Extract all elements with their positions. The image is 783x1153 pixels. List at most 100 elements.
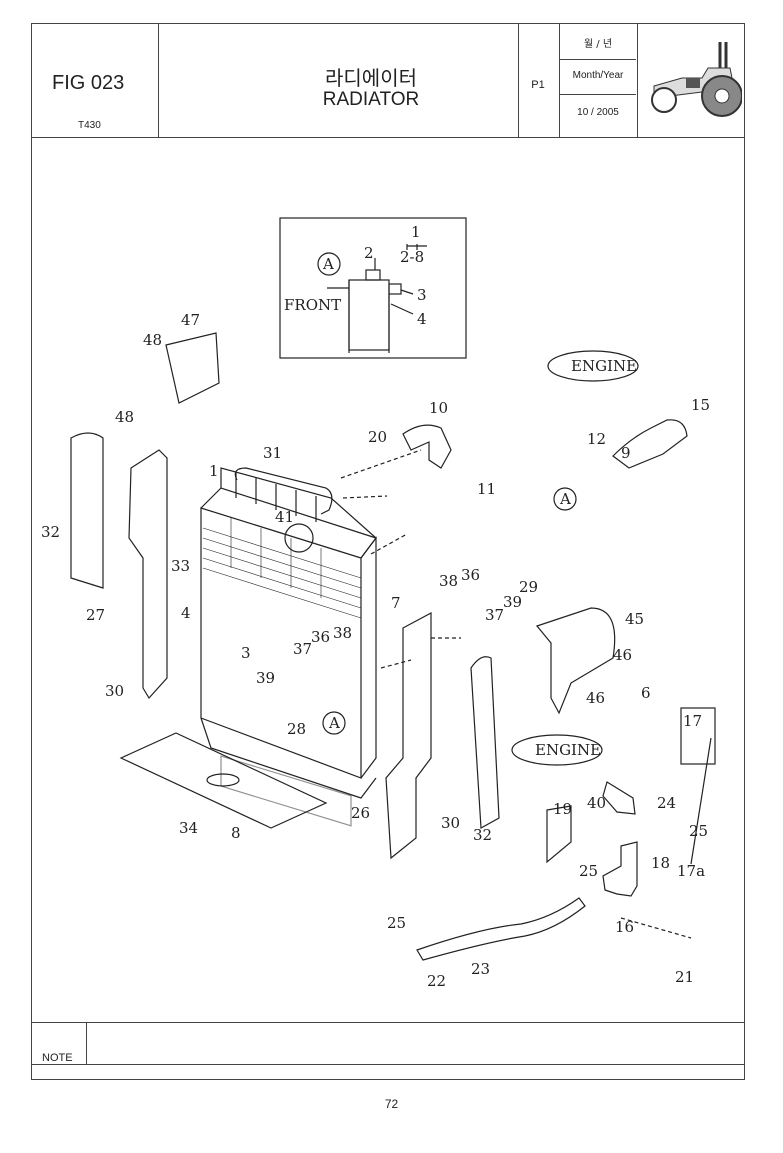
page-code: P1: [531, 79, 545, 91]
callout: 25: [579, 862, 598, 880]
header-col-divider: [518, 24, 519, 137]
callout: 22: [427, 972, 446, 990]
base-plate: [119, 732, 328, 829]
month-year-label: Month/Year: [572, 70, 624, 81]
callout: 6: [641, 684, 651, 702]
callout: 47: [181, 311, 200, 329]
callout: 30: [105, 682, 124, 700]
upper-cover: [234, 467, 333, 515]
callout: 25: [387, 914, 406, 932]
callout: 9: [621, 444, 631, 462]
callout: 37: [293, 640, 312, 658]
inset-label-1: 1: [411, 223, 421, 241]
callout: 48: [115, 408, 134, 426]
callout: 39: [256, 669, 275, 687]
header-col-divider: [158, 24, 159, 137]
fitting-16: [602, 841, 638, 897]
callout: 46: [586, 689, 605, 707]
inset-label-2-8: 2-8: [400, 248, 424, 266]
inset-callout-4: 4: [417, 310, 427, 328]
callout: 32: [473, 826, 492, 844]
callout: 36: [311, 628, 330, 646]
model-code: T430: [78, 120, 101, 131]
callout: 32: [41, 523, 60, 541]
callout: 26: [351, 804, 370, 822]
callout: 45: [625, 610, 644, 628]
inset-front: FRONT: [284, 296, 341, 314]
callout: 19: [553, 800, 572, 818]
note-label: NOTE: [42, 1052, 73, 1064]
page-title: RADIATOR: [322, 89, 420, 110]
shroud-right: [470, 656, 500, 829]
callout: 37: [485, 606, 504, 624]
engine-badge-bottom: [511, 734, 603, 766]
note-col-divider: [86, 1022, 87, 1064]
month-year-korean: 월 / 년: [583, 39, 613, 50]
inset-view-a-marker: [317, 252, 341, 276]
callout: 20: [368, 428, 387, 446]
header-row-divider: [559, 94, 636, 95]
callout: 10: [429, 399, 448, 417]
hose-10: [402, 424, 452, 469]
callout: 4: [181, 604, 191, 622]
engine-label-top: ENGINE: [571, 357, 637, 375]
engine-badge-top: [547, 350, 639, 382]
side-plate-left: [128, 449, 168, 700]
inset-view-a: A: [322, 255, 334, 273]
callout: 33: [171, 557, 190, 575]
callout: 12: [587, 430, 606, 448]
note-divider: [32, 1064, 744, 1065]
callout: 39: [503, 593, 522, 611]
callout: 11: [477, 480, 496, 498]
figure-number: FIG 023: [52, 72, 125, 94]
callout: 24: [657, 794, 676, 812]
page-title-korean: 라디에이터: [325, 66, 417, 90]
note-divider: [32, 1022, 744, 1023]
side-plate-right: [385, 611, 432, 860]
page-number: 72: [384, 1097, 399, 1111]
callout: 46: [613, 646, 632, 664]
hose-24: [602, 781, 636, 815]
callout: 8: [231, 824, 241, 842]
view-a-marker-right: [553, 487, 577, 511]
callout: 25: [689, 822, 708, 840]
header-row-divider: [559, 59, 636, 60]
callout: 31: [263, 444, 282, 462]
exploded-parts-diagram: 1 2-8 A FRONT 2 3 4 A A ENGINE ENGINE 1 …: [41, 217, 716, 990]
view-a-label-center: A: [328, 714, 340, 732]
callout: 40: [587, 794, 606, 812]
callout: 18: [651, 854, 670, 872]
view-a-marker-center: [322, 711, 346, 735]
inset-callout-3: 3: [417, 286, 427, 304]
radiator-cap: [284, 523, 314, 553]
callout: 27: [86, 606, 105, 624]
callout: 21: [675, 968, 694, 986]
callout: 29: [519, 578, 538, 596]
callout: 15: [691, 396, 710, 414]
corrugated-hose-23: [416, 897, 586, 961]
parts-sheet: FIG 023 T430 라디에이터 RADIATOR P1 월 / 년 Mon…: [31, 23, 745, 1080]
callout: 36: [461, 566, 480, 584]
bracket-47: [165, 332, 220, 404]
callout: 1: [209, 462, 219, 480]
inset-callout-2: 2: [364, 244, 374, 262]
callout: 3: [241, 644, 251, 662]
radiator-core: [200, 507, 362, 779]
inset-tank: [348, 279, 390, 351]
header-col-divider: [559, 24, 560, 137]
part-callouts: 1 9 10 11 12 15 16 17 17a 18 19 20 21 22…: [41, 311, 710, 990]
header-col-divider: [637, 24, 638, 137]
callout: 23: [471, 960, 490, 978]
bracket-45: [535, 607, 616, 715]
callout: 38: [439, 572, 458, 590]
callout: 17: [683, 712, 702, 730]
revision-date: 10 / 2005: [577, 107, 619, 118]
callout: 38: [333, 624, 352, 642]
header-divider: [32, 137, 744, 138]
callout: 30: [441, 814, 460, 832]
callout: 34: [179, 819, 198, 837]
callout: 41: [275, 508, 294, 526]
detail-17-frame: [680, 707, 716, 765]
view-a-label-right: A: [559, 490, 571, 508]
engine-label-bottom: ENGINE: [535, 741, 601, 759]
